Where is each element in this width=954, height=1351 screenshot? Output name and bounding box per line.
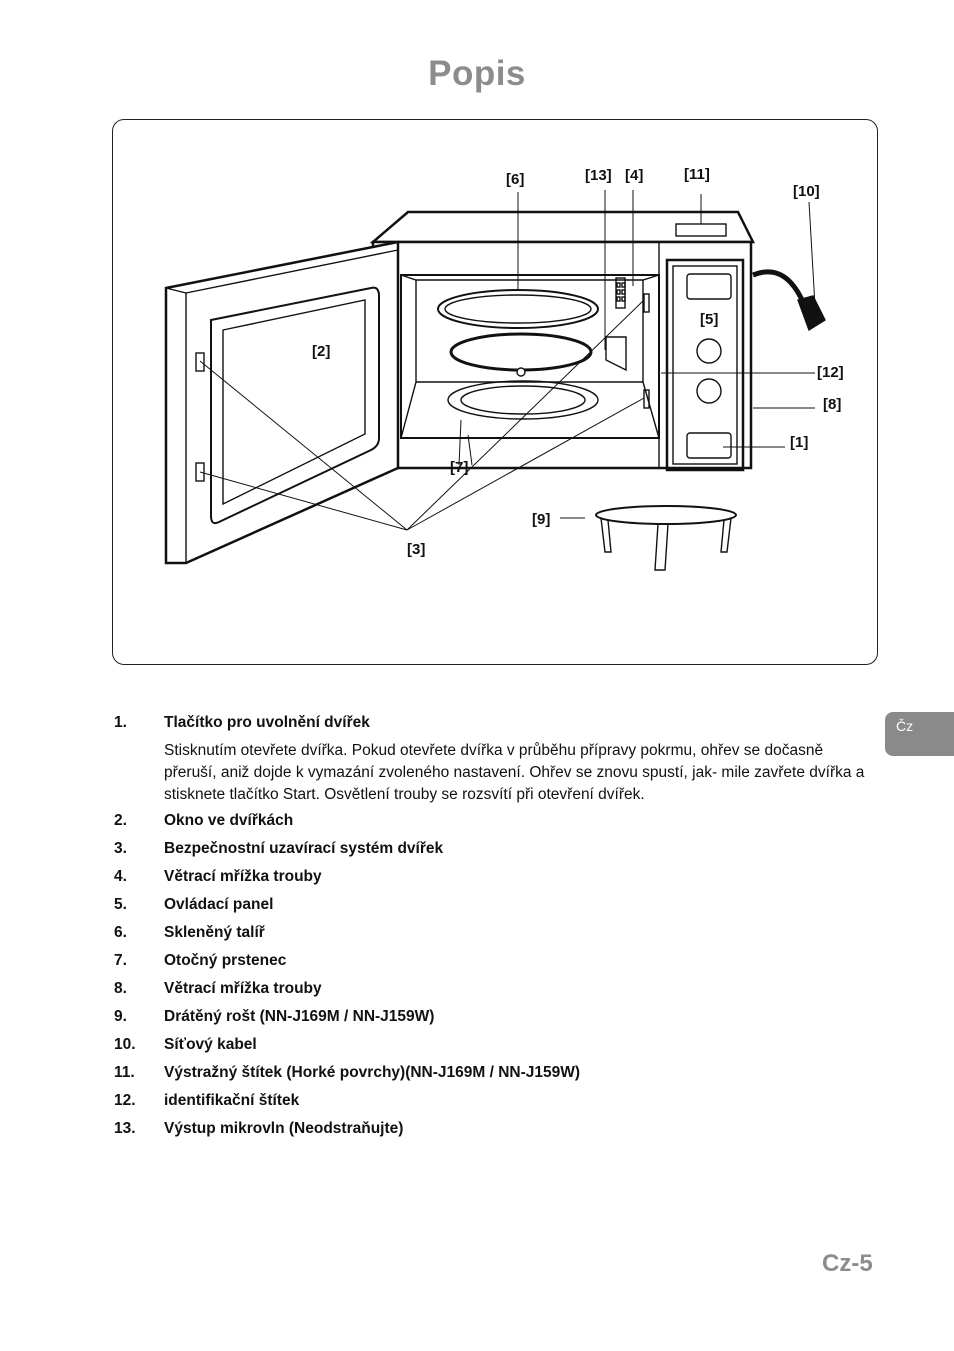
page-number: Cz-5 [822,1250,873,1277]
item-title: Otočný prstenec [164,952,287,969]
callout-2: [2] [312,343,331,360]
item-title: Tlačítko pro uvolnění dvířek [164,714,370,731]
door-release-button [686,432,732,459]
item-number: 11. [114,1064,135,1081]
list-item: 10. Síťový kabel [114,1036,874,1064]
callout-7: [7] [450,459,469,476]
list-item: 1. Tlačítko pro uvolnění dvířek Stisknut… [114,714,874,806]
item-title: Výstup mikrovln (Neodstraňujte) [164,1120,404,1137]
microwave-illustration [164,190,826,571]
callout-5: [5] [700,311,719,328]
item-title: identifikační štítek [164,1092,300,1109]
item-number: 10. [114,1036,136,1053]
callout-3: [3] [407,541,426,558]
callout-6: [6] [506,171,525,188]
callout-1: [1] [790,434,809,451]
display [686,273,732,300]
list-item: 7. Otočný prstenec [114,952,874,980]
list-item: 9. Drátěný rošt (NN-J169M / NN-J159W) [114,1008,874,1036]
parts-list: 1. Tlačítko pro uvolnění dvířek Stisknut… [114,714,874,1148]
control-panel [665,258,745,472]
callout-12: [12] [817,364,844,381]
item-title: Drátěný rošt (NN-J169M / NN-J159W) [164,1008,435,1025]
list-item: 2. Okno ve dvířkách [114,812,874,840]
item-number: 6. [114,924,127,941]
item-number: 2. [114,812,127,829]
callout-10: [10] [793,183,820,200]
door-latch-top [195,352,205,372]
item-title: Bezpečnostní uzavírací systém dvířek [164,840,444,857]
item-title: Výstražný štítek (Horké povrchy)(NN-J169… [164,1064,581,1081]
list-item: 4. Větrací mřížka trouby [114,868,874,896]
list-item: 12. identifikační štítek [114,1092,874,1120]
page-title: Popis [428,54,526,93]
item-number: 13. [114,1120,136,1137]
list-item: 8. Větrací mřížka trouby [114,980,874,1008]
item-title: Síťový kabel [164,1036,257,1053]
item-title: Větrací mřížka trouby [164,980,322,997]
power-cord [752,269,806,304]
item-number: 8. [114,980,127,997]
list-item: 3. Bezpečnostní uzavírací systém dvířek [114,840,874,868]
item-title: Skleněný talíř [164,924,265,941]
control-dial-2 [696,378,722,404]
callout-8: [8] [823,396,842,413]
item-number: 3. [114,840,127,857]
callout-4: [4] [625,167,644,184]
item-number: 9. [114,1008,127,1025]
language-tab-label: Čz [896,718,914,734]
item-number: 1. [114,714,127,731]
list-item: 13. Výstup mikrovln (Neodstraňujte) [114,1120,874,1148]
item-title: Větrací mřížka trouby [164,868,322,885]
item-title: Ovládací panel [164,896,274,913]
item-number: 5. [114,896,127,913]
door-window [210,286,380,525]
microwave-diagram: [6] [13] [4] [11] [10] [5] [2] [12] [8] … [112,119,878,665]
wire-rack [595,505,737,525]
door [164,240,400,565]
item-number: 4. [114,868,127,885]
language-tab: Čz [885,712,954,756]
item-title: Okno ve dvířkách [164,812,294,829]
callout-9: [9] [532,511,551,528]
control-dial-1 [696,338,722,364]
list-item: 5. Ovládací panel [114,896,874,924]
item-number: 7. [114,952,127,969]
callout-11: [11] [684,166,710,183]
oven-top [369,210,756,244]
item-description: Stisknutím otevřete dvířka. Pokud otevře… [164,742,865,803]
item-number: 12. [114,1092,136,1109]
callout-13: [13] [585,167,612,184]
list-item: 6. Skleněný talíř [114,924,874,952]
list-item: 11. Výstražný štítek (Horké povrchy)(NN-… [114,1064,874,1092]
door-latch-bottom [195,462,205,482]
